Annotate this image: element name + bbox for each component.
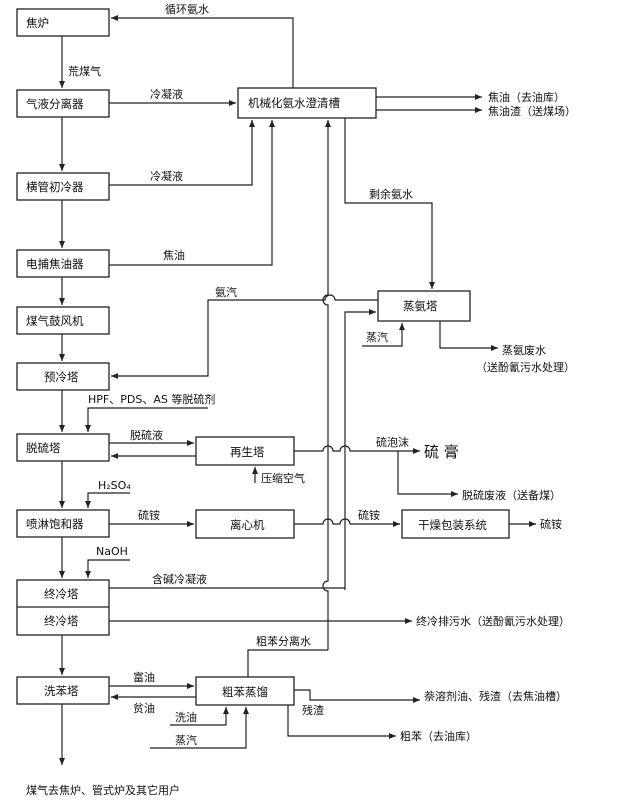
- box-label: 干燥包装系统: [418, 518, 487, 532]
- label-condensate-1: 冷凝液: [150, 87, 183, 101]
- box-ammonia-still: 蒸氨塔: [377, 290, 471, 322]
- sulfur-foam-line: [294, 445, 420, 454]
- label-raw-gas: 荒煤气: [68, 64, 101, 78]
- label-tar-residue: 焦油渣（送煤场）: [488, 104, 576, 118]
- box-label: 预冷塔: [44, 370, 79, 384]
- label-final-cool-waste: 终冷排污水（送酚氰污水处理）: [416, 614, 570, 628]
- box-label: 蒸氨塔: [403, 299, 438, 313]
- label-tar: 焦油: [163, 248, 185, 262]
- ammonia-gas-line: [111, 294, 378, 379]
- box-label: 终冷塔: [44, 587, 79, 601]
- label-desulfurizer: HPF、PDS、AS 等脱硫剂: [88, 392, 215, 406]
- box-label: 再生塔: [230, 445, 265, 459]
- label-wash-oil: 洗油: [175, 710, 197, 724]
- label-crude-benzene-water: 粗苯分离水: [256, 634, 311, 648]
- box-precooler: 预冷塔: [16, 362, 110, 391]
- label-naoh: NaOH: [96, 545, 128, 558]
- desulf-waste-line: [397, 451, 458, 497]
- h2so4-line: [85, 492, 130, 508]
- label-residual-ammonia: 剩余氨水: [369, 187, 413, 201]
- label-desulf-waste: 脱硫废液（送备煤）: [462, 488, 561, 502]
- box-centrifuge: 离心机: [195, 509, 295, 539]
- label-desulf-liquid: 脱硫液: [130, 428, 163, 442]
- residue-line: [294, 689, 420, 703]
- label-sulfur-foam: 硫泡沫: [376, 435, 409, 449]
- label-steam-1: 蒸汽: [366, 330, 388, 344]
- residual-ammonia-line: [344, 118, 435, 289]
- box-label: 离心机: [230, 518, 265, 532]
- box-label: 横管初冷器: [26, 180, 84, 194]
- box-clarifier: 机械化氨水澄清槽: [237, 87, 377, 119]
- ammonium-sulfate-line-2: [294, 518, 400, 527]
- box-label: 洗苯塔: [44, 684, 79, 698]
- crude-benzene-water-line: [247, 649, 328, 677]
- box-label: 气液分离器: [26, 97, 84, 111]
- label-h2so4: H₂SO₄: [98, 479, 131, 492]
- box-label: 煤气鼓风机: [26, 314, 84, 328]
- box-coke-oven: 焦炉: [16, 8, 110, 37]
- box-dryer: 干燥包装系统: [401, 509, 510, 539]
- label-crude-benzene: 粗苯（去油库）: [400, 729, 477, 743]
- box-label: 粗苯蒸馏: [222, 685, 268, 699]
- label-sulfur-paste: 硫 膏: [424, 443, 459, 461]
- desulfurizer-line: [85, 407, 208, 432]
- box-crude-still: 粗苯蒸馏: [195, 676, 295, 706]
- return-line: [344, 309, 376, 590]
- box-label: 喷淋饱和器: [26, 517, 84, 531]
- box-final-cooler: 终冷塔 终冷塔: [16, 579, 110, 636]
- box-benzene-wash: 洗苯塔: [16, 676, 110, 705]
- clarifier-return-line: [322, 120, 331, 650]
- label-ammonium-sulfate-2: 硫铵: [358, 508, 380, 522]
- steam-line-1: [362, 323, 405, 347]
- label-compressed-air: 压缩空气: [261, 471, 305, 485]
- crude-benzene-line: [287, 705, 396, 739]
- label-lean-oil: 贫油: [133, 701, 155, 715]
- box-blower: 煤气鼓风机: [16, 306, 110, 335]
- label-ammonia-waste-2: （送酚氰污水处理）: [476, 360, 575, 374]
- label-rich-oil: 富油: [133, 670, 155, 684]
- box-label: 机械化氨水澄清槽: [248, 96, 340, 110]
- box-label: 脱硫塔: [26, 441, 61, 455]
- label-naphthalene-oil: 萘溶剂油、残渣（去焦油槽）: [424, 689, 567, 703]
- box-regen: 再生塔: [195, 436, 295, 466]
- naoh-line: [85, 559, 130, 578]
- circ-ammonia-line: [111, 15, 294, 88]
- label-residue: 残渣: [302, 703, 324, 717]
- label-gas-out: 煤气去焦炉、管式炉及其它用户: [26, 783, 180, 797]
- label-condensate-2: 冷凝液: [150, 169, 183, 183]
- steam-line-2: [150, 707, 249, 749]
- tar-line: [109, 120, 275, 266]
- box-desulfur: 脱硫塔: [16, 433, 110, 462]
- label-ammonium-sulfate-3: 硫铵: [540, 517, 562, 531]
- box-label: 终冷塔: [44, 614, 79, 628]
- box-label: 电捕焦油器: [26, 257, 84, 271]
- label-ammonia-gas: 氨汽: [215, 285, 237, 299]
- box-label: 焦炉: [26, 16, 49, 30]
- box-separator: 气液分离器: [16, 89, 110, 118]
- box-spray-saturator: 喷淋饱和器: [16, 509, 110, 538]
- condensate-line-2: [109, 120, 255, 186]
- label-tar-out: 焦油（去油库）: [488, 90, 565, 104]
- label-ammonium-sulfate-1: 硫铵: [138, 508, 160, 522]
- wash-oil-line: [170, 707, 229, 726]
- ammonia-waste-line: [439, 321, 498, 351]
- label-ammonia-waste: 蒸氨废水: [502, 343, 546, 357]
- label-circ-ammonia: 循环氨水: [165, 3, 209, 16]
- box-primary-cooler: 横管初冷器: [16, 172, 110, 201]
- box-tar-precipitator: 电捕焦油器: [16, 249, 110, 278]
- label-alkaline-condensate: 含碱冷凝液: [152, 572, 207, 586]
- label-steam-2: 蒸汽: [175, 733, 197, 747]
